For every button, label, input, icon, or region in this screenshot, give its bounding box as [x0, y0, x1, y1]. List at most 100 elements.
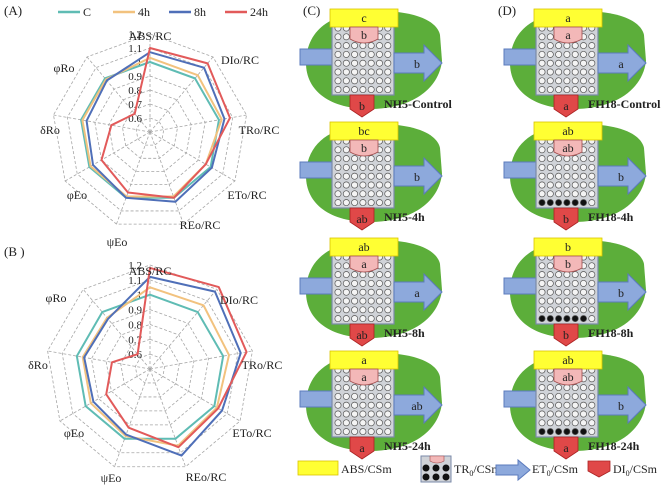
radar-chart-a: 1.21.110.90.80.70.6ABS/RCDIo/RCTRo/RCETo… [40, 29, 279, 249]
open-rc-dot [334, 306, 342, 314]
grid-spoke [86, 56, 151, 133]
tick-label: 1.2 [128, 260, 142, 272]
open-rc-dot [367, 410, 375, 418]
et-arrow [393, 43, 443, 83]
open-rc-dot [580, 410, 587, 418]
open-rc-dot [546, 86, 554, 94]
open-rc-dot [367, 297, 375, 305]
open-rc-dot [580, 163, 587, 171]
open-rc-dot [342, 401, 350, 409]
legend-label-24h: 24h [250, 5, 268, 19]
open-rc-dot [580, 50, 587, 58]
axis-label-reo-rc: REo/RC [186, 470, 227, 484]
open-rc-dot [571, 410, 579, 418]
open-rc-dot [367, 86, 375, 94]
open-rc-dot [384, 384, 392, 392]
open-rc-dot [546, 59, 554, 67]
open-rc-dot [571, 384, 579, 392]
open-rc-dot [367, 401, 375, 409]
closed-rc-dot [580, 199, 587, 207]
axis-label-abs-rc: ABS/RC [129, 29, 172, 43]
series-line-4h [81, 56, 223, 198]
tick-label: 0.9 [128, 305, 142, 317]
axis-label-ro: φRo [46, 291, 67, 305]
open-rc-dot [571, 77, 579, 85]
tr-letter: b [361, 141, 367, 155]
open-rc-dot [359, 155, 367, 163]
open-rc-dot [571, 401, 579, 409]
open-rc-dot [359, 288, 367, 296]
open-rc-dot [563, 306, 571, 314]
open-rc-dot [367, 384, 375, 392]
key-di-swatch [587, 460, 611, 478]
open-rc-dot [563, 288, 571, 296]
grid-spoke [64, 131, 151, 182]
radar-chart-b: 1.21.110.90.80.70.6ABS/RCDIo/RCTRo/RCETo… [28, 260, 282, 485]
open-rc-dot [359, 392, 367, 400]
open-rc-dot [367, 306, 375, 314]
key-tr-label: TR0/CSm [454, 462, 501, 478]
open-rc-dot [342, 262, 350, 270]
open-rc-dot [359, 199, 367, 207]
model-name: NH5-24h [384, 439, 431, 453]
axis-label-ro: δRo [40, 123, 60, 137]
open-rc-dot [580, 59, 587, 67]
tr-letter: b [361, 28, 367, 42]
di-arrow [553, 94, 579, 118]
open-rc-dot [571, 50, 579, 58]
open-rc-dot [351, 199, 359, 207]
open-rc-dot [384, 50, 392, 58]
et-letter: b [414, 170, 420, 184]
di-letter: a [563, 441, 569, 455]
open-rc-dot [555, 77, 563, 85]
open-rc-dot [580, 419, 587, 427]
open-rc-dot [367, 68, 375, 76]
open-rc-dot [376, 199, 383, 207]
open-rc-dot [588, 146, 596, 154]
key-tr-suffix: /CSm [473, 462, 501, 476]
tr-chip [349, 139, 379, 157]
open-rc-dot [588, 384, 596, 392]
open-rc-dot [580, 297, 587, 305]
open-rc-dot [359, 77, 367, 85]
open-rc-dot [555, 410, 563, 418]
axis-label-abs-rc: ABS/RC [129, 264, 172, 278]
open-rc-dot [588, 68, 596, 76]
open-rc-dot [359, 190, 367, 198]
open-rc-dot [538, 42, 546, 50]
key-di-suffix: /CSm [630, 462, 658, 476]
open-rc-dot [588, 155, 596, 163]
open-rc-dot [334, 146, 342, 154]
axis-label-ro: φRo [54, 61, 75, 75]
closed-rc-dot [571, 315, 579, 323]
open-rc-dot [334, 279, 342, 287]
tr-chip [553, 139, 583, 157]
series-line-c [80, 61, 220, 199]
open-rc-dot [538, 288, 546, 296]
open-rc-dot [342, 410, 350, 418]
et-letter: b [618, 286, 624, 300]
series-line-8h [85, 51, 226, 203]
grid-spoke [149, 368, 186, 467]
open-rc-dot [376, 190, 383, 198]
open-rc-dot [563, 59, 571, 67]
open-rc-dot [580, 279, 587, 287]
open-rc-dot [351, 172, 359, 180]
open-rc-dot [351, 163, 359, 171]
open-rc-dot [538, 271, 546, 279]
key-et-suffix: /CSm [551, 462, 579, 476]
open-rc-dot [546, 146, 554, 154]
open-rc-dot [588, 306, 596, 314]
di-letter: b [359, 99, 365, 113]
open-rc-dot [538, 392, 546, 400]
open-rc-dot [588, 262, 596, 270]
open-rc-dot [384, 163, 392, 171]
grid-spoke [47, 350, 151, 370]
open-rc-dot [342, 181, 350, 189]
open-rc-dot [351, 155, 359, 163]
open-rc-dot [538, 410, 546, 418]
closed-rc-dot [546, 199, 554, 207]
open-rc-dot [555, 181, 563, 189]
open-rc-dot [359, 172, 367, 180]
axis-label-tro-rc: TRo/RC [239, 123, 280, 137]
